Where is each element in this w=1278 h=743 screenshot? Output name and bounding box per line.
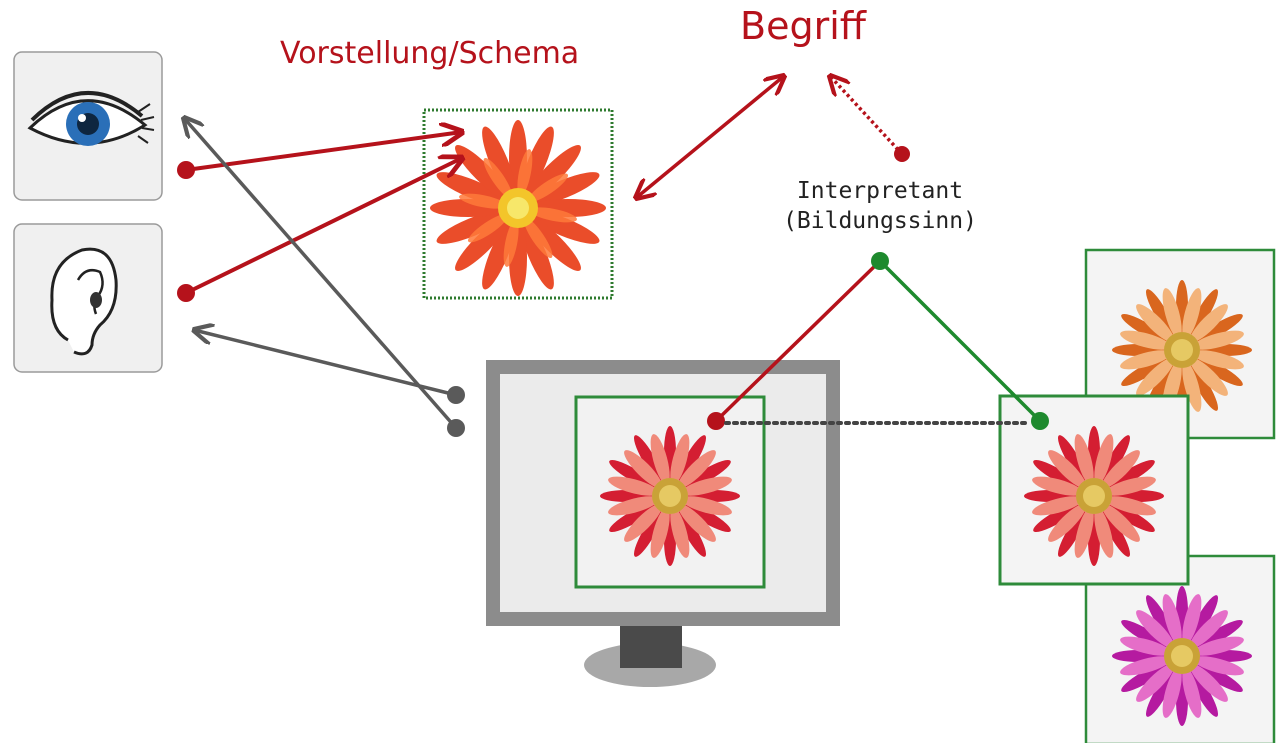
flower-card-pink (1084, 554, 1276, 743)
schema-begriff-arrow (636, 76, 784, 198)
interpretant-label: Interpretant (Bildungssinn) (760, 176, 1000, 236)
monitor-to-sense-arrows (184, 118, 465, 437)
eye-icon (27, 91, 155, 146)
flower-icon (600, 426, 740, 566)
interpretant-line1: Interpretant (796, 178, 964, 204)
interpretant-line2: (Bildungssinn) (783, 208, 977, 234)
flower-icon (1112, 280, 1252, 420)
sense-to-schema-arrows (177, 132, 462, 302)
ear-icon (50, 247, 118, 356)
flower-card-red (998, 394, 1190, 586)
eye-box (13, 51, 163, 201)
interpretant-links (707, 252, 1049, 430)
vorstellung-schema-label: Vorstellung/Schema (280, 36, 580, 71)
ear-box (13, 223, 163, 373)
interpretant-begriff-arrow (830, 76, 910, 162)
flower-icon (430, 120, 606, 296)
schema-image (422, 108, 614, 300)
begriff-label: Begriff (740, 4, 866, 48)
flower-icon (1024, 426, 1164, 566)
flower-icon (1112, 586, 1252, 726)
